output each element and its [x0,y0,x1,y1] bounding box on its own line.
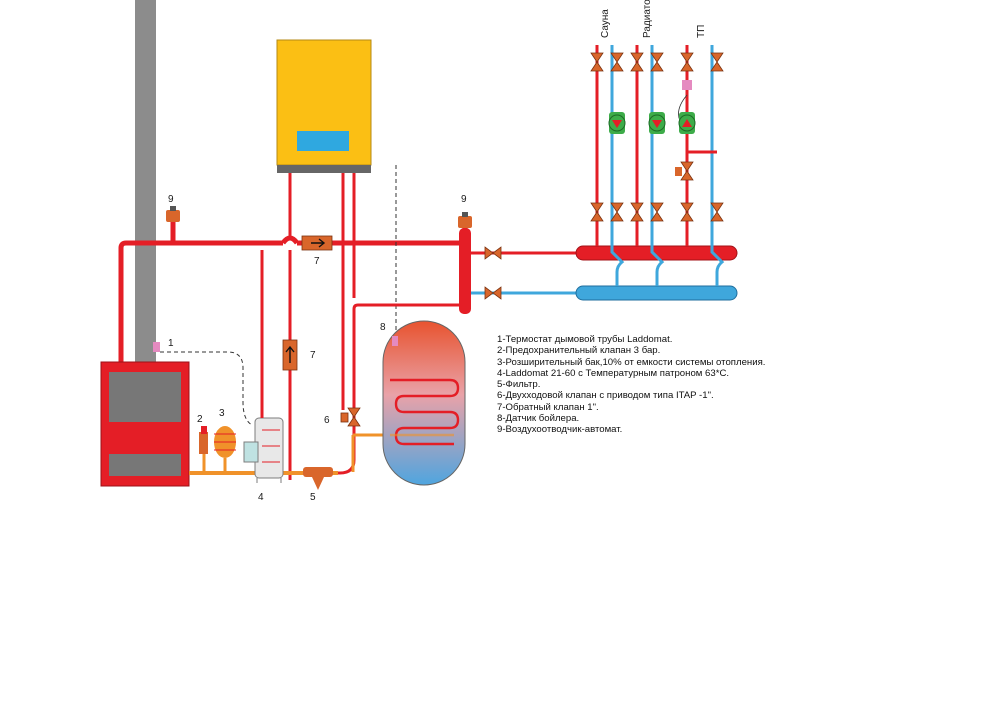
label-check-valve-horizontal: 7 [314,256,320,267]
circuit-label-sauna: Сауна [600,9,611,38]
legend-item: 5-Фильтр. [497,379,541,391]
label-zone-valve: 6 [324,415,330,426]
solid-fuel-boiler [100,361,190,487]
return-manifold [575,285,738,301]
legend-item: 8-Датчик бойлера. [497,413,580,425]
circuit-label-radiators: Радиаторы [642,0,653,38]
legend-item: 6-Двухходовой клапан с приводом типа ITA… [497,390,714,402]
floor-sensor [682,80,692,90]
legend-item: 9-Воздухоотводчик-автомат. [497,424,623,436]
valve-supply [484,246,502,300]
hot-water-tank [382,320,466,486]
riser-valves [590,52,724,222]
air-vent-left [166,206,180,222]
safety-valve [199,426,208,473]
chimney [135,0,156,365]
label-filter: 5 [310,492,316,503]
legend-item: 7-Обратный клапан 1". [497,401,599,413]
label-air-vent-right: 9 [461,194,467,205]
gas-boiler-pipes [288,173,356,420]
legend-item: 2-Предохранительный клапан 3 бар. [497,345,661,357]
check-valve-horizontal [301,235,333,251]
legend-item: 4-Laddomat 21-60 с Температурным патроно… [497,367,730,379]
legend: 1-Термостат дымовой трубы Laddomat. 2-Пр… [497,334,765,436]
label-thermostat: 1 [168,338,174,349]
tank-sensor [392,336,398,346]
hydraulic-separator [459,228,471,314]
legend-item: 3-Розширительный бак,10% от емкости сист… [497,356,766,368]
expansion-tank [214,426,236,473]
zone-valve [340,407,361,427]
thermostat-capillary [160,351,253,426]
laddomat-unit [243,417,284,483]
check-valve-vertical [282,339,298,371]
gas-boiler [276,39,372,173]
circuit-label-floor: ТП [696,25,707,38]
label-check-valve-vertical: 7 [310,350,316,361]
label-air-vent-left: 9 [168,194,174,205]
legend-item: 1-Термостат дымовой трубы Laddomat. [497,334,673,345]
floor-valve-actuator [675,167,682,176]
filter [303,467,333,490]
chimney-thermostat [153,342,160,352]
label-boiler-sensor: 8 [380,322,386,333]
label-laddomat: 4 [258,492,264,503]
label-safety-valve: 2 [197,414,203,425]
gas-boiler-panel [297,131,349,151]
air-vent-right [458,212,472,228]
circuit-pumps [608,112,696,134]
label-expansion-tank: 3 [219,408,225,419]
